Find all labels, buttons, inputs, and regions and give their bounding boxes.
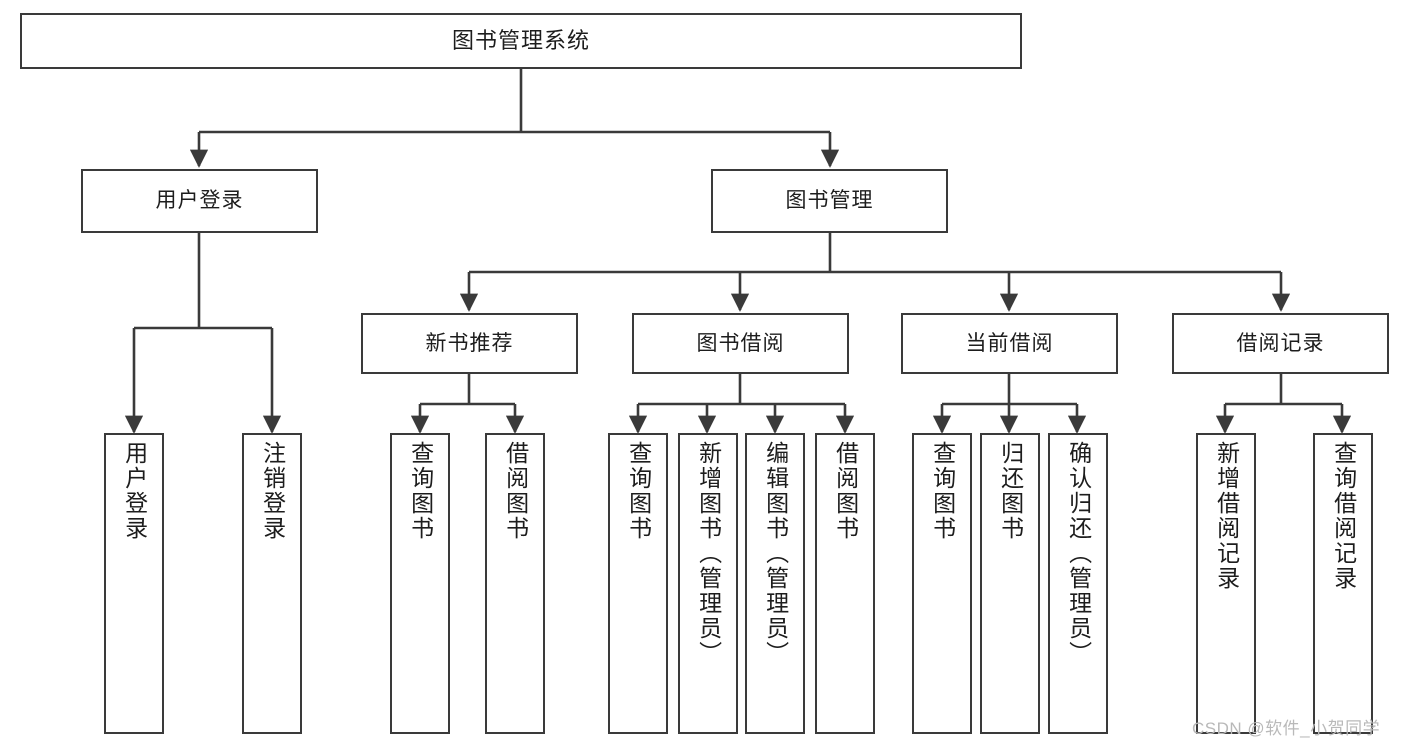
- leaf-user-login-1-label: 用户登录: [121, 441, 148, 541]
- leaf-book-borrow-2[interactable]: 新增图书（管理员）: [678, 433, 738, 734]
- node-borrow-record[interactable]: 借阅记录: [1172, 313, 1389, 374]
- leaf-current-borrow-2[interactable]: 归还图书: [980, 433, 1040, 734]
- node-new-book-recommend[interactable]: 新书推荐: [361, 313, 578, 374]
- leaf-new-book-1-label: 查询图书: [407, 441, 434, 541]
- leaf-current-borrow-2-label: 归还图书: [997, 441, 1024, 541]
- leaf-new-book-2[interactable]: 借阅图书: [485, 433, 545, 734]
- leaf-user-login-2[interactable]: 注销登录: [242, 433, 302, 734]
- node-book-borrow[interactable]: 图书借阅: [632, 313, 849, 374]
- leaf-current-borrow-3[interactable]: 确认归还（管理员）: [1048, 433, 1108, 734]
- leaf-borrow-record-1[interactable]: 新增借阅记录: [1196, 433, 1256, 734]
- leaf-user-login-2-label: 注销登录: [259, 441, 286, 541]
- leaf-user-login-1[interactable]: 用户登录: [104, 433, 164, 734]
- leaf-book-borrow-3[interactable]: 编辑图书（管理员）: [745, 433, 805, 734]
- leaf-borrow-record-2[interactable]: 查询借阅记录: [1313, 433, 1373, 734]
- node-user-login[interactable]: 用户登录: [81, 169, 318, 233]
- node-root[interactable]: 图书管理系统: [20, 13, 1022, 69]
- node-book-borrow-label: 图书借阅: [696, 331, 785, 355]
- node-book-management-label: 图书管理: [785, 189, 874, 213]
- leaf-book-borrow-2-label: 新增图书（管理员）: [695, 441, 722, 666]
- leaf-current-borrow-3-label: 确认归还（管理员）: [1065, 441, 1092, 666]
- watermark: CSDN @软件_小贺同学: [1192, 719, 1381, 738]
- leaf-book-borrow-3-label: 编辑图书（管理员）: [762, 441, 789, 666]
- node-new-book-recommend-label: 新书推荐: [425, 331, 514, 355]
- node-user-login-label: 用户登录: [155, 189, 244, 213]
- leaf-current-borrow-1-label: 查询图书: [929, 441, 956, 541]
- leaf-book-borrow-1-label: 查询图书: [625, 441, 652, 541]
- node-current-borrow[interactable]: 当前借阅: [901, 313, 1118, 374]
- node-root-label: 图书管理系统: [451, 27, 590, 53]
- node-current-borrow-label: 当前借阅: [965, 331, 1054, 355]
- leaf-book-borrow-4-label: 借阅图书: [832, 441, 859, 541]
- leaf-borrow-record-1-label: 新增借阅记录: [1213, 441, 1240, 591]
- leaf-book-borrow-4[interactable]: 借阅图书: [815, 433, 875, 734]
- leaf-book-borrow-1[interactable]: 查询图书: [608, 433, 668, 734]
- leaf-current-borrow-1[interactable]: 查询图书: [912, 433, 972, 734]
- leaf-new-book-1[interactable]: 查询图书: [390, 433, 450, 734]
- node-borrow-record-label: 借阅记录: [1236, 331, 1325, 355]
- node-book-management[interactable]: 图书管理: [711, 169, 948, 233]
- leaf-borrow-record-2-label: 查询借阅记录: [1330, 441, 1357, 591]
- leaf-new-book-2-label: 借阅图书: [502, 441, 529, 541]
